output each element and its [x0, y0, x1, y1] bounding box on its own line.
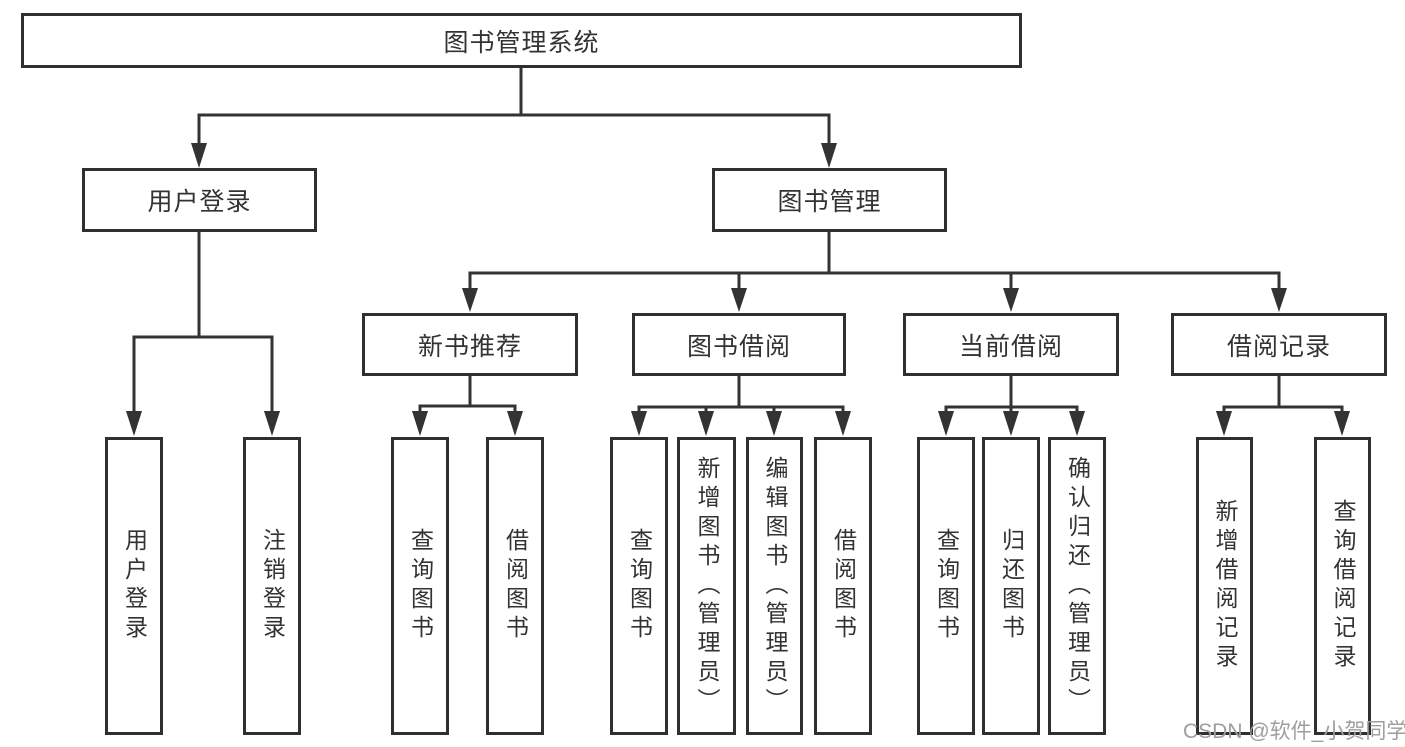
arrowheads: [126, 143, 1350, 436]
leaf-label: 新增借阅记录: [1212, 499, 1238, 673]
leaf-label: 查询图书: [407, 528, 434, 644]
watermark-text: CSDN @软件_小贺同学: [1183, 720, 1405, 743]
node-borrowing-records: 借阅记录: [1171, 313, 1387, 376]
leaf-label: 确认归还（管理员）: [1064, 455, 1091, 717]
leaf-user-login: 用户登录: [105, 437, 163, 735]
leaf-label: 归还图书: [998, 528, 1025, 644]
node-current-borrowing: 当前借阅: [903, 313, 1119, 376]
leaf-label: 借阅图书: [830, 528, 857, 644]
node-book-management: 图书管理: [712, 168, 947, 232]
leaf-borrow-books-borrowing: 借阅图书: [814, 437, 872, 735]
leaf-borrow-books-recommend: 借阅图书: [486, 437, 544, 735]
leaf-add-book-admin: 新增图书（管理员）: [677, 437, 736, 735]
leaf-label: 查询图书: [933, 528, 960, 644]
node-user-login: 用户登录: [82, 168, 317, 232]
node-book-borrowing: 图书借阅: [632, 313, 846, 376]
leaf-query-books-borrowing: 查询图书: [610, 437, 668, 735]
leaf-label: 注销登录: [259, 528, 286, 644]
node-label: 图书借阅: [686, 332, 791, 361]
leaf-label: 查询图书: [626, 528, 653, 644]
leaf-add-borrow-record: 新增借阅记录: [1196, 437, 1253, 735]
leaf-confirm-return-admin: 确认归还（管理员）: [1048, 437, 1106, 735]
leaf-return-book: 归还图书: [982, 437, 1040, 735]
node-label: 用户登录: [147, 188, 252, 216]
leaf-edit-book-admin: 编辑图书（管理员）: [746, 437, 803, 735]
node-new-book-recommendation: 新书推荐: [362, 313, 578, 376]
node-label: 当前借阅: [958, 332, 1063, 361]
leaf-label: 借阅图书: [502, 528, 529, 644]
node-label: 借阅记录: [1226, 332, 1331, 361]
node-library-management-system: 图书管理系统: [21, 13, 1022, 68]
leaf-label: 新增图书（管理员）: [694, 455, 720, 717]
leaf-query-books-recommend: 查询图书: [391, 437, 449, 735]
node-label: 图书管理系统: [443, 28, 600, 57]
node-label: 新书推荐: [417, 332, 522, 361]
leaf-logout-login: 注销登录: [243, 437, 301, 735]
leaf-label: 用户登录: [121, 528, 148, 644]
leaf-query-books-current: 查询图书: [917, 437, 975, 735]
leaf-query-borrow-record: 查询借阅记录: [1314, 437, 1371, 735]
leaf-label: 编辑图书（管理员）: [762, 455, 788, 717]
leaf-label: 查询借阅记录: [1330, 499, 1356, 673]
node-label: 图书管理: [777, 188, 882, 216]
